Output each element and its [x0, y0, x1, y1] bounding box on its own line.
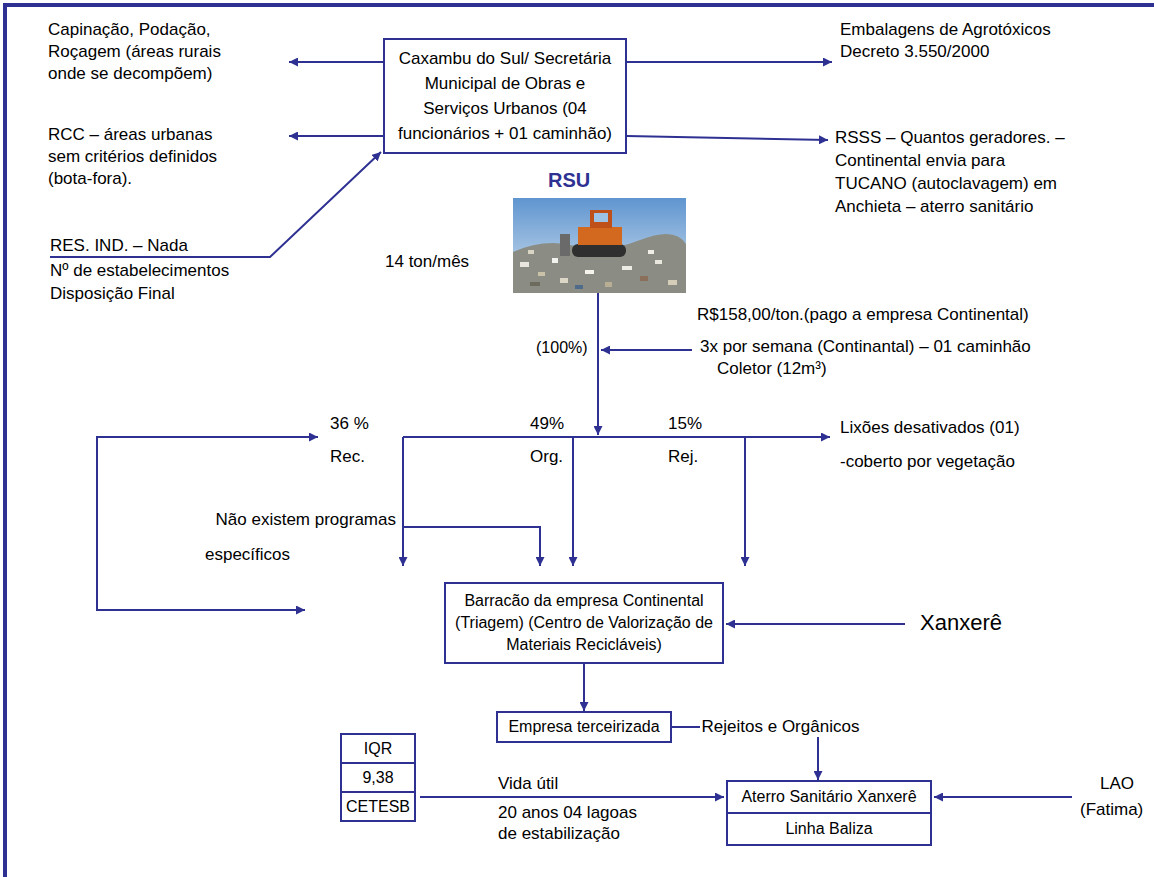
flow-arrow [50, 152, 381, 257]
note-label: de estabilização [498, 824, 620, 844]
photo-debris [530, 282, 540, 286]
note-label: Disposição Final [50, 284, 175, 304]
flow-arrow [403, 436, 830, 438]
photo-sky [513, 198, 686, 293]
photo-debris [622, 266, 632, 270]
table-cell: 9,38 [342, 764, 414, 793]
note-label: Nº de estabelecimentos [50, 261, 229, 281]
percent-label: 36 % [330, 414, 369, 434]
flow-arrow [403, 527, 540, 566]
note-label: Não existem programas [216, 510, 396, 530]
photo-debris [605, 282, 612, 287]
process-box: Caxambu do Sul/ Secretária Municipal de … [383, 38, 627, 154]
note-label: Org. [530, 447, 563, 467]
photo-debris [640, 276, 648, 281]
bulldozer-blade [560, 234, 570, 256]
percent-label: 49% [530, 414, 564, 434]
page-frame [5, 5, 1154, 877]
table-cell: CETESB [342, 793, 414, 820]
bulldozer-cab [590, 210, 612, 228]
flow-arrow [627, 61, 832, 63]
flow-arrow [934, 796, 1072, 798]
photo-debris [538, 272, 545, 276]
photo-debris [575, 285, 583, 289]
photo-debris [552, 258, 558, 263]
bulldozer-window [594, 213, 608, 222]
photo-debris [655, 260, 662, 264]
flow-arrow [597, 293, 599, 435]
note-label: R$158,00/ton.(pago a empresa Continental… [697, 305, 1029, 325]
flow-arrow [289, 61, 383, 63]
note-label: RES. IND. – Nada [50, 236, 188, 256]
note-label: Anchieta – aterro sanitário [835, 197, 1033, 217]
note-label: Coletor (12m³) [717, 359, 827, 379]
note-label: Vida útil [498, 774, 558, 794]
flow-arrow [726, 623, 905, 625]
flow-arrow [420, 796, 724, 798]
note-label: RSSS – Quantos geradores. – [835, 128, 1065, 148]
note-label: específicos [205, 545, 290, 565]
city-label: Xanxerê [920, 610, 1002, 636]
process-box: Empresa terceirizada [496, 711, 671, 743]
flow-arrow [289, 135, 383, 137]
flow-arrow [627, 136, 828, 140]
flow-arrow [744, 437, 746, 566]
note-label: (bota-fora). [48, 169, 132, 189]
landfill-photo [513, 198, 686, 293]
note-label: 3x por semana (Continantal) – 01 caminhã… [700, 337, 1031, 357]
note-label: (Fatima) [1080, 800, 1143, 820]
node-text: Empresa terceirizada [508, 716, 659, 738]
landfill-box: Aterro Sanitário XanxerêLinha Baliza [726, 780, 932, 846]
note-label: Roçagem (áreas rurais [48, 42, 221, 62]
table-cell: Linha Baliza [728, 814, 930, 844]
photo-debris [560, 278, 568, 283]
photo-debris [528, 250, 534, 254]
note-label: Capinação, Podação, [48, 20, 211, 40]
note-label: LAO [1100, 774, 1134, 794]
edge-label: Rejeitos e Orgânicos [700, 717, 862, 737]
photo-debris [648, 250, 654, 254]
photo-debris [520, 262, 529, 267]
connector-arrow [583, 664, 585, 711]
note-label: (100%) [536, 338, 588, 357]
percent-label: 15% [668, 414, 702, 434]
flow-arrow [572, 437, 574, 566]
bulldozer-body [578, 227, 622, 245]
note-label: Continental envia para [835, 151, 1005, 171]
note-label: onde se decompõem) [48, 64, 212, 84]
note-label: Decreto 3.550/2000 [840, 42, 989, 62]
bulldozer-track [572, 244, 626, 257]
flow-arrow [601, 349, 692, 351]
note-label: sem critérios definidos [48, 147, 217, 167]
note-label: -coberto por vegetação [840, 452, 1015, 472]
photo-debris [585, 270, 594, 274]
note-label: Lixões desativados (01) [840, 418, 1020, 438]
table-cell: IQR [342, 735, 414, 764]
note-label: Rec. [330, 447, 365, 467]
process-box: Barracão da empresa Continental (Triagem… [444, 582, 724, 664]
table-cell: Aterro Sanitário Xanxerê [728, 782, 930, 814]
note-label: 14 ton/mês [385, 252, 469, 272]
section-title: RSU [548, 168, 590, 192]
note-label: Rej. [668, 447, 698, 467]
node-text: Caxambu do Sul/ Secretária Municipal de … [393, 46, 617, 146]
node-text: Barracão da empresa Continental (Triagem… [454, 590, 714, 656]
note-label: RCC – áreas urbanas [48, 125, 212, 145]
note-label: 20 anos 04 lagoas [498, 803, 637, 823]
flow-arrows [50, 62, 1072, 797]
note-label: Embalagens de Agrotóxicos [840, 20, 1051, 40]
flow-arrow [402, 437, 404, 566]
index-table: IQR9,38CETESB [340, 733, 416, 822]
photo-debris [668, 280, 677, 285]
note-label: TUCANO (autoclavagem) em [835, 174, 1057, 194]
